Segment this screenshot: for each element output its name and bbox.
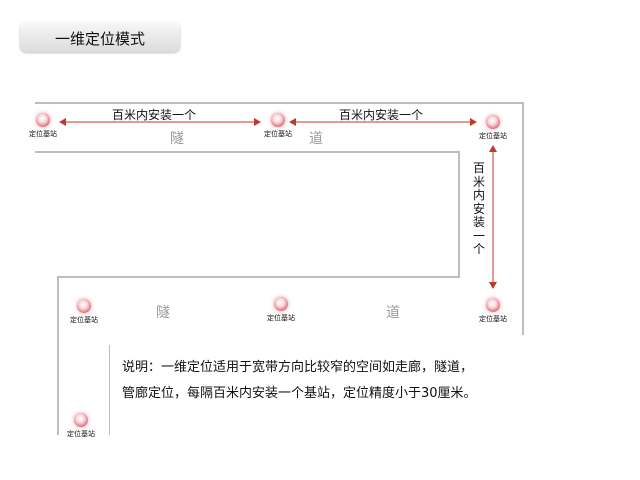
title-box: 一维定位模式 xyxy=(20,22,180,52)
tunnel-outer-wall xyxy=(35,102,524,335)
tunnel-label-2: 道 xyxy=(309,131,323,147)
station-7: 定位基站 xyxy=(51,413,111,439)
distance-label-3: 百米内安装一个 xyxy=(472,161,485,256)
station-label: 定位基站 xyxy=(67,430,95,438)
description-line-1: 说明：一维定位适用于宽带方向比较窄的空间如走廊，隧道， xyxy=(122,360,474,375)
station-4: 定位基站 xyxy=(54,299,114,325)
station-label: 定位基站 xyxy=(479,315,507,323)
distance-label-1: 百米内安装一个 xyxy=(112,108,197,122)
station-icon xyxy=(36,113,50,127)
tunnel-label-3: 隧 xyxy=(156,305,170,321)
description-line-2: 管廊定位，每隔百米内安装一个基站，定位精度小于30厘米。 xyxy=(122,386,477,401)
station-3: 定位基站 xyxy=(463,115,523,141)
station-label: 定位基站 xyxy=(70,316,98,324)
station-label: 定位基站 xyxy=(264,130,292,138)
station-icon xyxy=(274,297,288,311)
station-icon xyxy=(486,115,500,129)
station-icon xyxy=(271,113,285,127)
station-2: 定位基站 xyxy=(248,113,308,139)
station-label: 定位基站 xyxy=(479,132,507,140)
description: 说明：一维定位适用于宽带方向比较窄的空间如走廊，隧道， 管廊定位，每隔百米内安装… xyxy=(122,355,522,407)
station-label: 定位基站 xyxy=(29,130,57,138)
tunnel-label-1: 隧 xyxy=(170,131,184,147)
tunnel-label-4: 道 xyxy=(386,305,400,321)
station-icon xyxy=(74,413,88,427)
station-icon xyxy=(486,298,500,312)
station-1: 定位基站 xyxy=(13,113,73,139)
page-title: 一维定位模式 xyxy=(54,30,145,48)
station-icon xyxy=(77,299,91,313)
station-label: 定位基站 xyxy=(267,314,295,322)
tunnel-inner-wall xyxy=(35,151,460,435)
description-box: 说明：一维定位适用于宽带方向比较窄的空间如走廊，隧道， 管廊定位，每隔百米内安装… xyxy=(110,345,530,480)
station-5: 定位基站 xyxy=(251,297,311,323)
station-6: 定位基站 xyxy=(463,298,523,324)
distance-label-2: 百米内安装一个 xyxy=(339,108,424,122)
